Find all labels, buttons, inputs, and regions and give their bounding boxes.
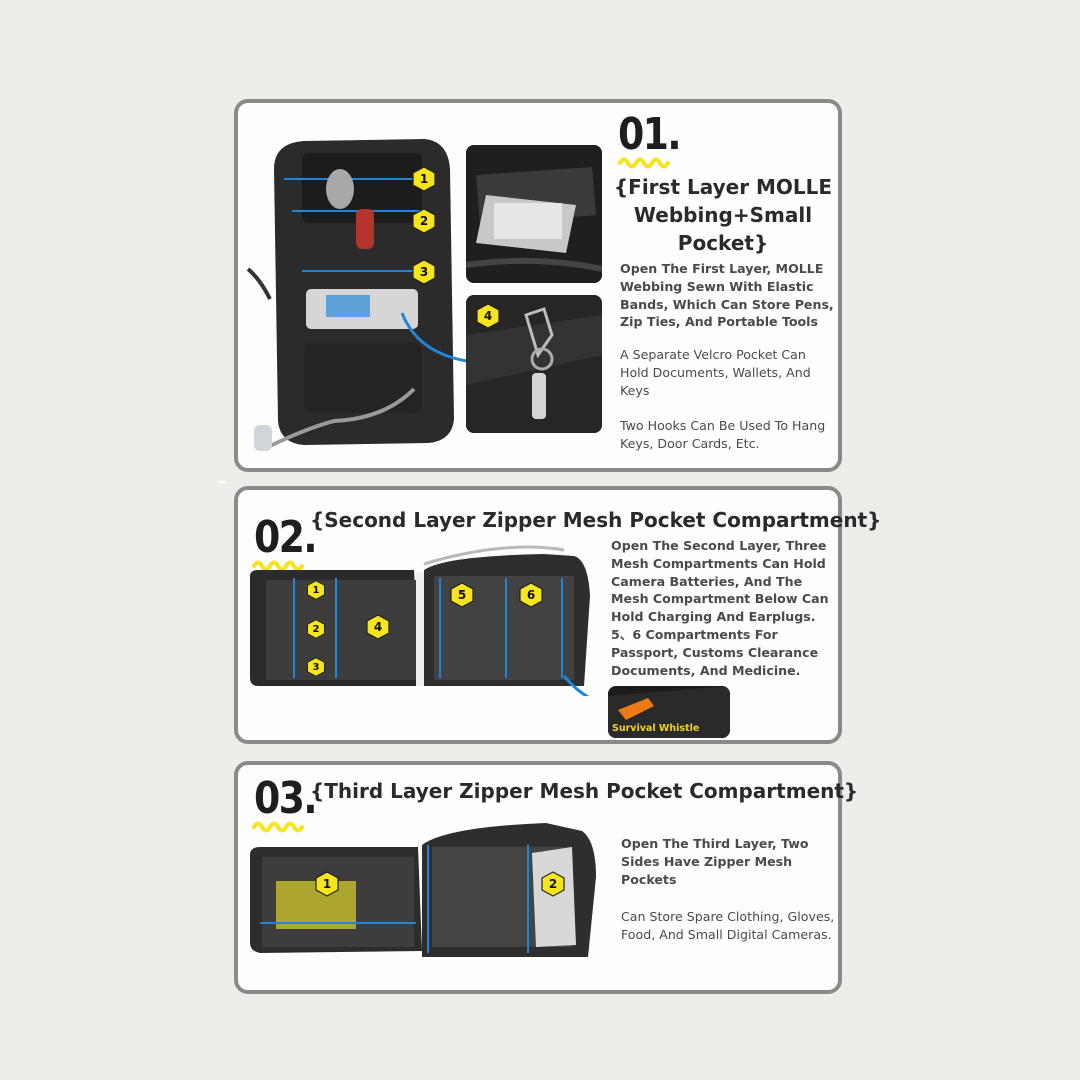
- inset-caption: Survival Whistle: [612, 723, 700, 734]
- backpack-second-layer-photo: [244, 536, 611, 708]
- section-first-layer: 1 2 3 4 01. {First Layer MOLLE Webbing+S…: [234, 99, 842, 472]
- description-1: Open The Second Layer, Three Mesh Compar…: [611, 538, 829, 678]
- section-title: {First Layer MOLLE Webbing+Small Pocket}: [613, 175, 833, 255]
- marker-5: 5: [449, 582, 475, 608]
- description-3: Two Hooks Can Be Used To Hang Keys, Door…: [620, 418, 826, 451]
- description-2: Can Store Spare Clothing, Gloves, Food, …: [621, 909, 835, 942]
- squiggle-icon: [618, 153, 674, 169]
- backpack-first-layer-photo: [244, 129, 464, 451]
- marker-3: 3: [411, 259, 437, 285]
- backpack-third-layer-photo: [246, 817, 608, 987]
- marker-4: 4: [365, 614, 391, 640]
- marker-6: 6: [518, 582, 544, 608]
- section-second-layer: 02. {Second Layer Zipper Mesh Pocket Com…: [234, 486, 881, 744]
- marker-1: 1: [411, 166, 437, 192]
- section-third-layer: 03. {Third Layer Zipper Mesh Pocket Comp…: [234, 761, 858, 994]
- description-1: Open The First Layer, MOLLE Webbing Sewn…: [620, 261, 834, 330]
- marker-4: 4: [475, 303, 501, 329]
- section-title: {Third Layer Zipper Mesh Pocket Compartm…: [310, 779, 859, 803]
- section-number: 01.: [618, 109, 682, 160]
- section-number: 02.: [254, 512, 318, 563]
- marker-3: 3: [306, 657, 326, 677]
- velcro-pocket-photo: [466, 145, 602, 283]
- marker-2: 2: [540, 871, 566, 897]
- section-title: {Second Layer Zipper Mesh Pocket Compart…: [310, 508, 882, 532]
- description-1: Open The Third Layer, Two Sides Have Zip…: [621, 836, 809, 887]
- survival-whistle-photo: Survival Whistle: [608, 686, 730, 738]
- marker-2: 2: [306, 619, 326, 639]
- description-2: A Separate Velcro Pocket Can Hold Docume…: [620, 347, 811, 398]
- marker-1: 1: [314, 871, 340, 897]
- section-number: 03.: [254, 773, 318, 824]
- marker-1: 1: [306, 580, 326, 600]
- edge-mark: [218, 481, 226, 483]
- marker-2: 2: [411, 208, 437, 234]
